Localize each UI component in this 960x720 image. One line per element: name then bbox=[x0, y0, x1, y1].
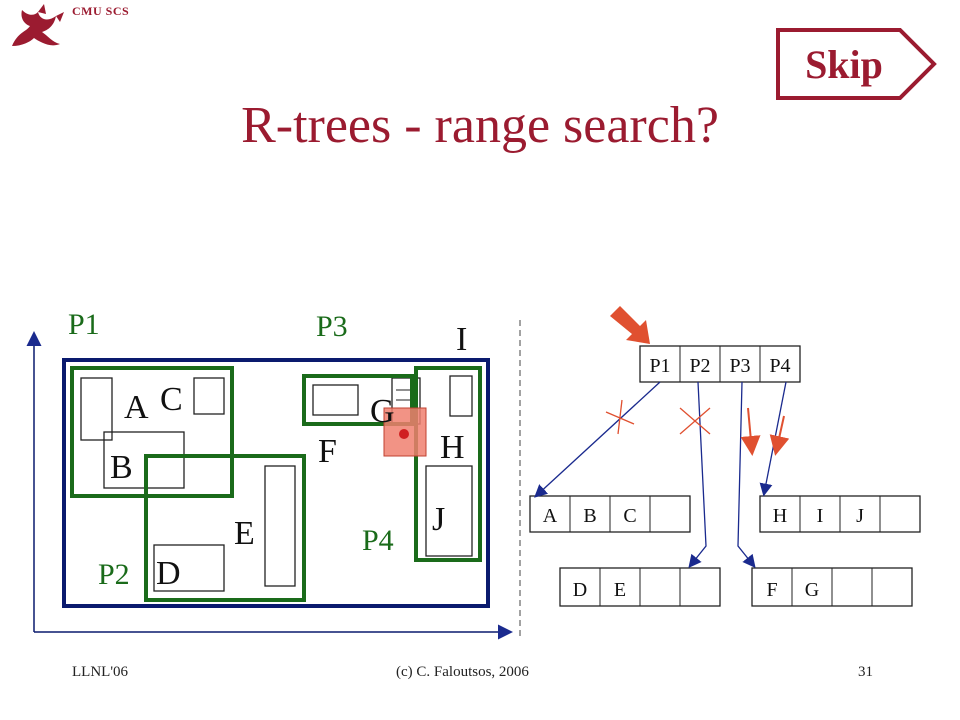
label-e: E bbox=[234, 515, 255, 552]
label-p4: P4 bbox=[362, 524, 394, 557]
leaf-node-p2: D E bbox=[559, 567, 721, 607]
leaf-node-p4: H I J bbox=[759, 495, 921, 533]
svg-text:F: F bbox=[766, 579, 777, 601]
object-c-rect bbox=[193, 377, 225, 415]
leaf-node-p3: F G bbox=[751, 567, 913, 607]
svg-text:E: E bbox=[614, 579, 626, 601]
object-f-rect bbox=[312, 384, 359, 416]
object-a-rect bbox=[80, 377, 113, 441]
svg-text:D: D bbox=[573, 579, 587, 601]
svg-text:C: C bbox=[623, 505, 636, 527]
pointer-p3 bbox=[737, 381, 756, 569]
footer-venue: LLNL'06 bbox=[72, 664, 129, 680]
object-d-rect bbox=[153, 544, 225, 592]
region-p3-rect bbox=[302, 374, 414, 426]
region-p2-rect bbox=[144, 454, 306, 602]
label-f: F bbox=[318, 433, 337, 470]
object-e-rect bbox=[264, 465, 296, 587]
brand-label: CMU SCS bbox=[72, 4, 130, 18]
prune-mark-p2-icon bbox=[679, 407, 711, 435]
visit-arrow-p4-icon bbox=[769, 415, 790, 456]
query-point-dot bbox=[399, 429, 409, 439]
region-p4-rect bbox=[414, 366, 482, 562]
leaf-node-p1: A B C bbox=[529, 495, 691, 533]
visit-arrow-p3-icon bbox=[740, 407, 761, 456]
label-p2: P2 bbox=[98, 558, 130, 591]
root-entry-p2: P2 bbox=[689, 355, 710, 377]
svg-text:H: H bbox=[773, 505, 787, 527]
svg-text:B: B bbox=[583, 505, 596, 527]
skip-arrow-shape-icon: Skip bbox=[776, 28, 937, 100]
footer-copyright: (c) C. Faloutsos, 2006 bbox=[396, 664, 529, 680]
root-entry-p1: P1 bbox=[649, 355, 670, 377]
footer-page-number: 31 bbox=[858, 664, 873, 680]
cmu-dragon-logo-icon bbox=[12, 4, 64, 46]
svg-text:J: J bbox=[856, 505, 864, 527]
label-p1: P1 bbox=[68, 308, 100, 341]
skip-button[interactable]: Skip bbox=[774, 26, 938, 102]
object-j-rect bbox=[425, 465, 473, 557]
svg-text:I: I bbox=[817, 505, 824, 527]
pointer-p1 bbox=[534, 381, 661, 498]
label-p3: P3 bbox=[316, 310, 348, 343]
pointer-p2 bbox=[688, 381, 707, 569]
label-b: B bbox=[110, 449, 133, 486]
slide-title: R-trees - range search? bbox=[241, 97, 719, 154]
pointer-p4 bbox=[759, 381, 787, 497]
root-entry-p3: P3 bbox=[729, 355, 750, 377]
label-a: A bbox=[124, 389, 149, 426]
root-mbr bbox=[62, 358, 490, 608]
root-entry-p4: P4 bbox=[769, 355, 790, 377]
root-node: P1 P2 P3 P4 bbox=[639, 345, 801, 383]
label-c: C bbox=[160, 381, 183, 418]
prune-mark-p1-icon bbox=[605, 399, 635, 435]
label-i: I bbox=[456, 321, 467, 358]
label-j: J bbox=[432, 501, 445, 538]
label-d: D bbox=[156, 555, 181, 592]
svg-text:G: G bbox=[805, 579, 819, 601]
label-g: G bbox=[370, 393, 395, 430]
svg-text:A: A bbox=[543, 505, 558, 527]
object-i-rect bbox=[449, 375, 473, 417]
region-p1-rect bbox=[70, 366, 234, 498]
skip-label: Skip bbox=[805, 42, 883, 87]
label-h: H bbox=[440, 429, 465, 466]
current-node-pointer-icon bbox=[610, 306, 650, 344]
